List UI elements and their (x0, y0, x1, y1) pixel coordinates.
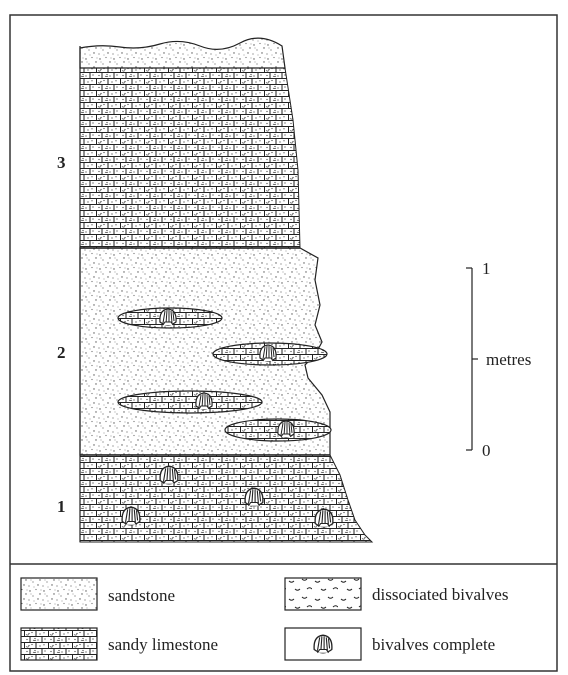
scale-label-unit: metres (486, 350, 531, 369)
legend: sandstone dissociated bivalves sandy lim… (21, 578, 508, 660)
legend-swatch-dissociated-bivalves (285, 578, 361, 610)
legend-label-sandy-limestone: sandy limestone (108, 635, 218, 654)
bivalve-complete-icon (196, 393, 212, 409)
scale-label-bottom: 0 (482, 441, 491, 460)
scale-bar (466, 268, 478, 450)
legend-swatch-sandstone (21, 578, 97, 610)
limestone-lens-4 (225, 419, 331, 441)
bivalve-complete-icon (314, 635, 332, 653)
limestone-lens-1 (118, 308, 222, 328)
bivalve-complete-icon (260, 345, 276, 361)
bivalve-complete-icon (122, 507, 140, 525)
bivalve-complete-icon (245, 488, 263, 506)
unit-3-sandy-limestone-bed (80, 68, 300, 248)
unit-label-1: 1 (57, 497, 66, 516)
unit-label-2: 2 (57, 343, 66, 362)
scale-label-top: 1 (482, 259, 491, 278)
legend-label-sandstone: sandstone (108, 586, 175, 605)
legend-label-dissociated-bivalves: dissociated bivalves (372, 585, 508, 604)
legend-label-bivalves-complete: bivalves complete (372, 635, 495, 654)
top-sandstone-cap (80, 38, 285, 68)
unit-label-3: 3 (57, 153, 66, 172)
unit-1-sandy-limestone-bed (80, 455, 372, 542)
bivalve-complete-icon (315, 509, 333, 527)
bivalve-complete-icon (160, 466, 178, 484)
bivalve-complete-icon (278, 421, 294, 437)
legend-swatch-sandy-limestone (21, 628, 97, 660)
limestone-lens-2 (213, 343, 327, 365)
limestone-lens-3 (118, 391, 262, 413)
bivalve-complete-icon (160, 309, 176, 325)
